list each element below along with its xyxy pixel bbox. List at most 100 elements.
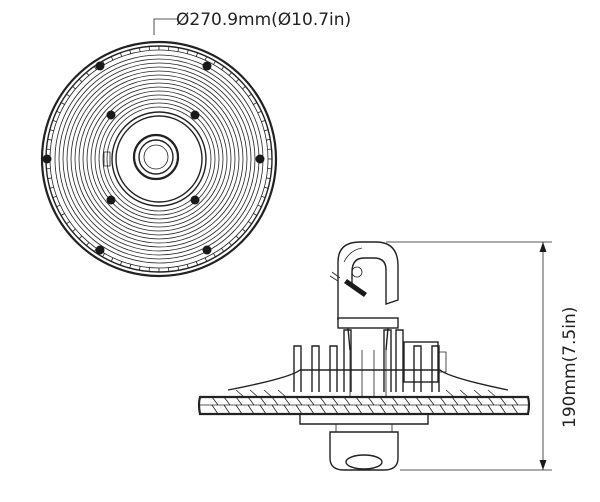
rim-tooth — [221, 248, 225, 252]
heatsink-fin — [413, 345, 422, 392]
rim-tooth — [213, 60, 216, 65]
dome-rib — [487, 389, 497, 398]
screw — [42, 154, 52, 164]
sensor-pod — [329, 431, 399, 471]
dome-rib — [445, 389, 455, 398]
disc-fin — [427, 396, 435, 406]
screw — [202, 61, 212, 71]
screw — [95, 61, 105, 71]
rim-tooth — [204, 257, 208, 262]
disc-fin — [475, 404, 483, 415]
rim-tooth — [242, 86, 246, 90]
rim-tooth — [235, 235, 240, 240]
disc-fin — [463, 404, 471, 415]
dome-rib — [277, 389, 287, 398]
top-view-screws — [42, 61, 265, 255]
disc-fin — [223, 396, 231, 406]
fin-ring — [82, 82, 236, 236]
disc-fin — [379, 396, 387, 406]
screw — [106, 110, 116, 120]
rim-tooth — [264, 186, 269, 189]
bracket-base-plate — [337, 317, 399, 329]
disc-fin — [379, 404, 387, 415]
fin-ring — [86, 86, 232, 232]
rim-tooth — [213, 253, 216, 258]
heatsink-fin — [293, 345, 302, 392]
rim-tooth — [72, 228, 76, 232]
fin-ring — [94, 94, 224, 224]
rim-tooth — [221, 66, 225, 70]
rim-tooth — [228, 72, 232, 76]
disc-fin — [235, 396, 243, 406]
disc-fin — [295, 396, 303, 406]
fin-ring — [78, 78, 240, 240]
rim-tooth — [49, 129, 54, 132]
dome-rib — [459, 389, 469, 398]
rim-tooth — [102, 60, 105, 65]
top-view-rim-teeth — [46, 46, 272, 272]
rim-tooth — [78, 235, 83, 240]
disc-fin — [247, 396, 255, 406]
top-view-sensor-ring — [138, 139, 174, 175]
disc-fin — [511, 396, 519, 406]
top-view-fin-rings — [54, 54, 264, 264]
rim-tooth — [52, 119, 57, 123]
disc-fin — [343, 404, 351, 415]
disc-fin — [247, 404, 255, 415]
disc-fin — [463, 396, 471, 406]
fin-ring — [66, 66, 252, 252]
rim-tooth — [261, 119, 266, 123]
heatsink-center-lines — [349, 350, 387, 396]
rim-tooth — [78, 78, 83, 83]
rim-tooth — [102, 253, 105, 258]
disc-fin — [235, 404, 243, 415]
disc-fin — [499, 396, 507, 406]
rim-tooth — [186, 49, 189, 54]
rim-tooth — [204, 56, 208, 61]
rim-tooth — [129, 49, 132, 54]
rim-tooth — [93, 66, 97, 70]
rim-tooth — [52, 195, 57, 199]
top-view-outer-rim — [40, 40, 278, 278]
screw — [190, 110, 200, 120]
rim-tooth — [56, 204, 61, 208]
fin-ring — [62, 62, 256, 256]
disc-fin — [355, 404, 363, 415]
fin-ring — [58, 58, 260, 260]
diameter-leader-line — [153, 18, 178, 35]
disc-fin — [511, 404, 519, 415]
rim-tooth — [110, 56, 114, 61]
disc-fin — [223, 404, 231, 415]
heatsink-fin — [311, 345, 320, 392]
disc-fin — [295, 404, 303, 415]
disc-fins — [211, 389, 519, 415]
height-arrow-bottom — [539, 460, 547, 470]
rim-tooth — [119, 261, 123, 266]
rim-tooth — [253, 102, 258, 105]
disc-fin — [271, 404, 279, 415]
rim-tooth — [129, 264, 132, 269]
screw — [95, 245, 105, 255]
fin-ring — [74, 74, 244, 244]
rim-tooth — [177, 266, 180, 271]
rim-tooth — [47, 138, 52, 141]
top-view-sensor-outer — [132, 133, 180, 181]
bracket-stem — [347, 327, 389, 351]
heatsink-fin — [395, 329, 404, 392]
rim-tooth — [60, 102, 65, 105]
rim-tooth — [86, 72, 90, 76]
rim-tooth — [86, 242, 90, 246]
screw — [190, 195, 200, 205]
disc-fin — [451, 404, 459, 415]
hook-screw — [344, 279, 367, 297]
heatsink-fin — [343, 329, 352, 392]
hook-screw-head — [329, 271, 341, 282]
rim-tooth — [242, 228, 246, 232]
rim-tooth — [186, 264, 189, 269]
rim-tooth — [177, 47, 180, 52]
sensor-pod-mount — [335, 424, 393, 432]
disc-fin — [271, 396, 279, 406]
disc-fin — [307, 404, 315, 415]
fin-ring — [106, 106, 212, 212]
screw — [202, 245, 212, 255]
